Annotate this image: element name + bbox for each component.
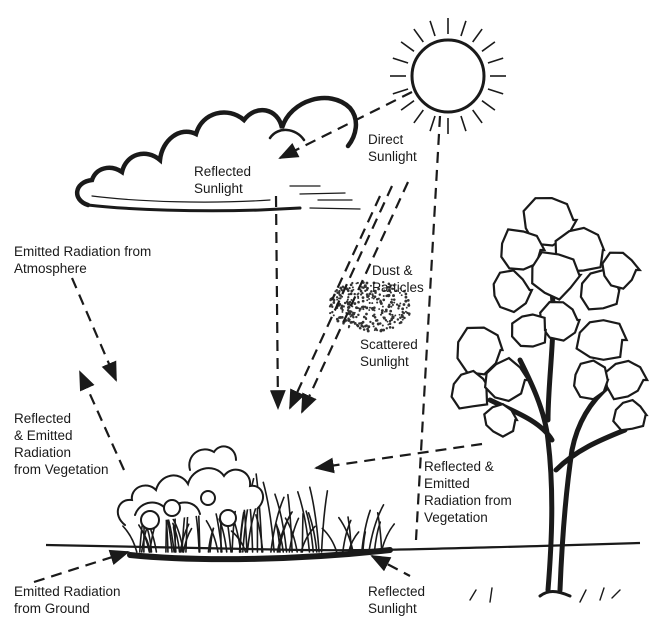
sun-icon bbox=[390, 18, 506, 134]
label-dust-particles: Dust & Particles bbox=[372, 262, 424, 296]
arrow-atmosphere-emit bbox=[72, 278, 116, 380]
label-reflected-sunlight-ground: Reflected Sunlight bbox=[368, 583, 425, 617]
arrow-direct-sunlight-1 bbox=[290, 186, 392, 408]
arrow-ground-emit bbox=[34, 552, 128, 582]
arrow-cloud-to-ground bbox=[276, 196, 278, 408]
arrow-ground-reflect bbox=[372, 556, 410, 576]
label-reflected-sunlight-cloud: Reflected Sunlight bbox=[194, 163, 251, 197]
label-reflected-emitted-vegetation-left: Reflected & Emitted Radiation from Veget… bbox=[14, 410, 109, 478]
tree-icon bbox=[452, 198, 648, 602]
label-emitted-ground: Emitted Radiation from Ground bbox=[14, 583, 121, 617]
arrow-direct-sunlight-2 bbox=[302, 182, 408, 412]
label-reflected-emitted-vegetation-right: Reflected & Emitted Radiation from Veget… bbox=[424, 458, 512, 526]
label-direct-sunlight: Direct Sunlight bbox=[368, 131, 417, 165]
label-emitted-atmosphere: Emitted Radiation from Atmosphere bbox=[14, 243, 151, 277]
label-scattered-sunlight: Scattered Sunlight bbox=[360, 336, 418, 370]
